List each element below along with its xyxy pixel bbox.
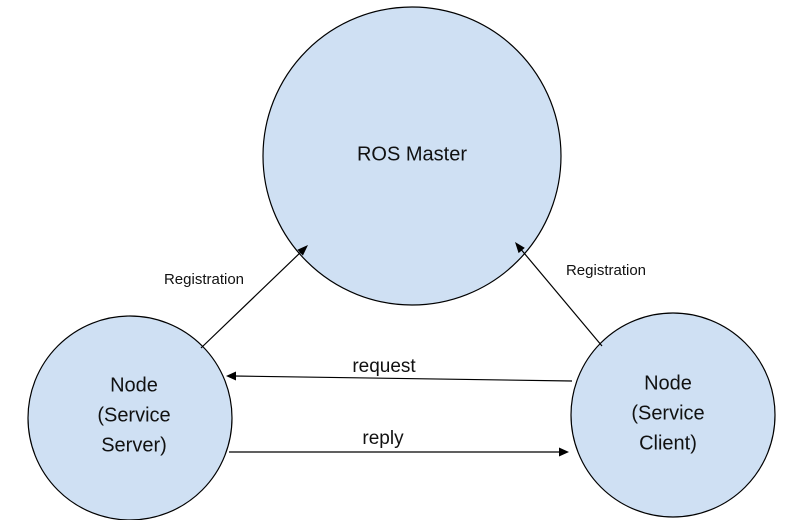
service-server-label-line-1: Node bbox=[110, 374, 158, 396]
service-server-circle bbox=[27, 315, 233, 520]
reply-arrowhead bbox=[559, 447, 569, 457]
ros-master-label: ROS Master bbox=[357, 143, 467, 165]
service-client-node: Node (Service Client) bbox=[570, 312, 776, 518]
service-server-label-line-3: Server) bbox=[101, 434, 167, 456]
server-registration-arrowhead bbox=[297, 245, 308, 256]
reply-edge: reply bbox=[229, 428, 569, 457]
client-registration-label: Registration bbox=[566, 262, 646, 279]
request-label: request bbox=[352, 356, 416, 377]
request-line bbox=[233, 375, 573, 382]
request-arrowhead bbox=[226, 371, 236, 381]
service-client-label-line-3: Client) bbox=[639, 432, 697, 454]
ros-master-node: ROS Master bbox=[262, 6, 562, 306]
service-server-node: Node (Service Server) bbox=[27, 315, 233, 520]
server-registration-line bbox=[200, 249, 304, 349]
server-registration-label: Registration bbox=[164, 271, 244, 288]
client-registration-edge: Registration bbox=[515, 242, 646, 347]
request-edge: request bbox=[226, 356, 573, 382]
server-registration-edge: Registration bbox=[164, 245, 308, 349]
service-server-label-line-2: (Service bbox=[97, 404, 170, 426]
client-registration-arrowhead bbox=[515, 242, 525, 254]
service-client-label-line-1: Node bbox=[644, 372, 692, 394]
ros-master-circle bbox=[262, 6, 562, 306]
client-registration-line bbox=[518, 246, 603, 347]
service-client-circle bbox=[570, 312, 776, 518]
reply-label: reply bbox=[362, 428, 404, 449]
service-client-label-line-2: (Service bbox=[631, 402, 704, 424]
